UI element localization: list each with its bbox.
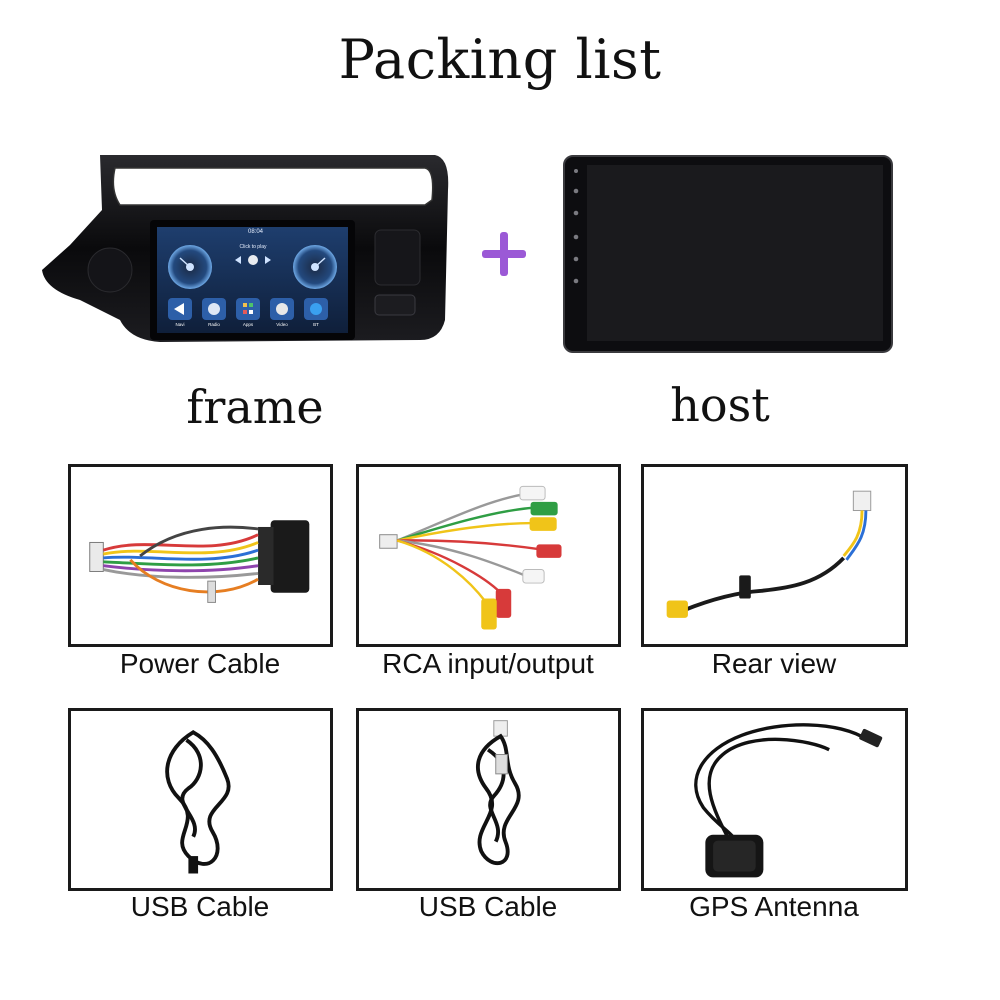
frame-label: frame: [186, 380, 324, 434]
power-cable-image: [68, 464, 333, 647]
gps-antenna-image: [641, 708, 908, 891]
power-cable-label: Power Cable: [119, 648, 281, 679]
play-prompt: Click to play: [240, 244, 267, 250]
app-label-radio: Radio: [208, 322, 220, 327]
plus-icon: [478, 228, 530, 280]
app-label-bt: BT: [313, 322, 319, 327]
usb-cable-label-2: USB Cable: [418, 891, 558, 922]
rca-label: RCA input/output: [382, 648, 594, 679]
rear-view-cable-image: [641, 464, 908, 647]
usb-cable-label-1: USB Cable: [130, 891, 270, 922]
app-label-video: Video: [276, 322, 288, 327]
rear-view-label: Rear view: [711, 648, 837, 679]
usb-cable-image-2: [356, 708, 621, 891]
app-label-navi: Navi: [175, 322, 184, 327]
frame-image: 08:04 Click to play Navi Radio Apps Vide…: [40, 150, 470, 350]
app-label-apps: Apps: [243, 322, 254, 327]
host-image: [563, 155, 893, 353]
usb-cable-image-1: [68, 708, 333, 891]
rca-cable-image: [356, 464, 621, 647]
page-title: Packing list: [338, 28, 662, 91]
gps-antenna-label: GPS Antenna: [689, 891, 859, 922]
host-label: host: [670, 378, 770, 432]
status-time: 08:04: [248, 229, 264, 235]
